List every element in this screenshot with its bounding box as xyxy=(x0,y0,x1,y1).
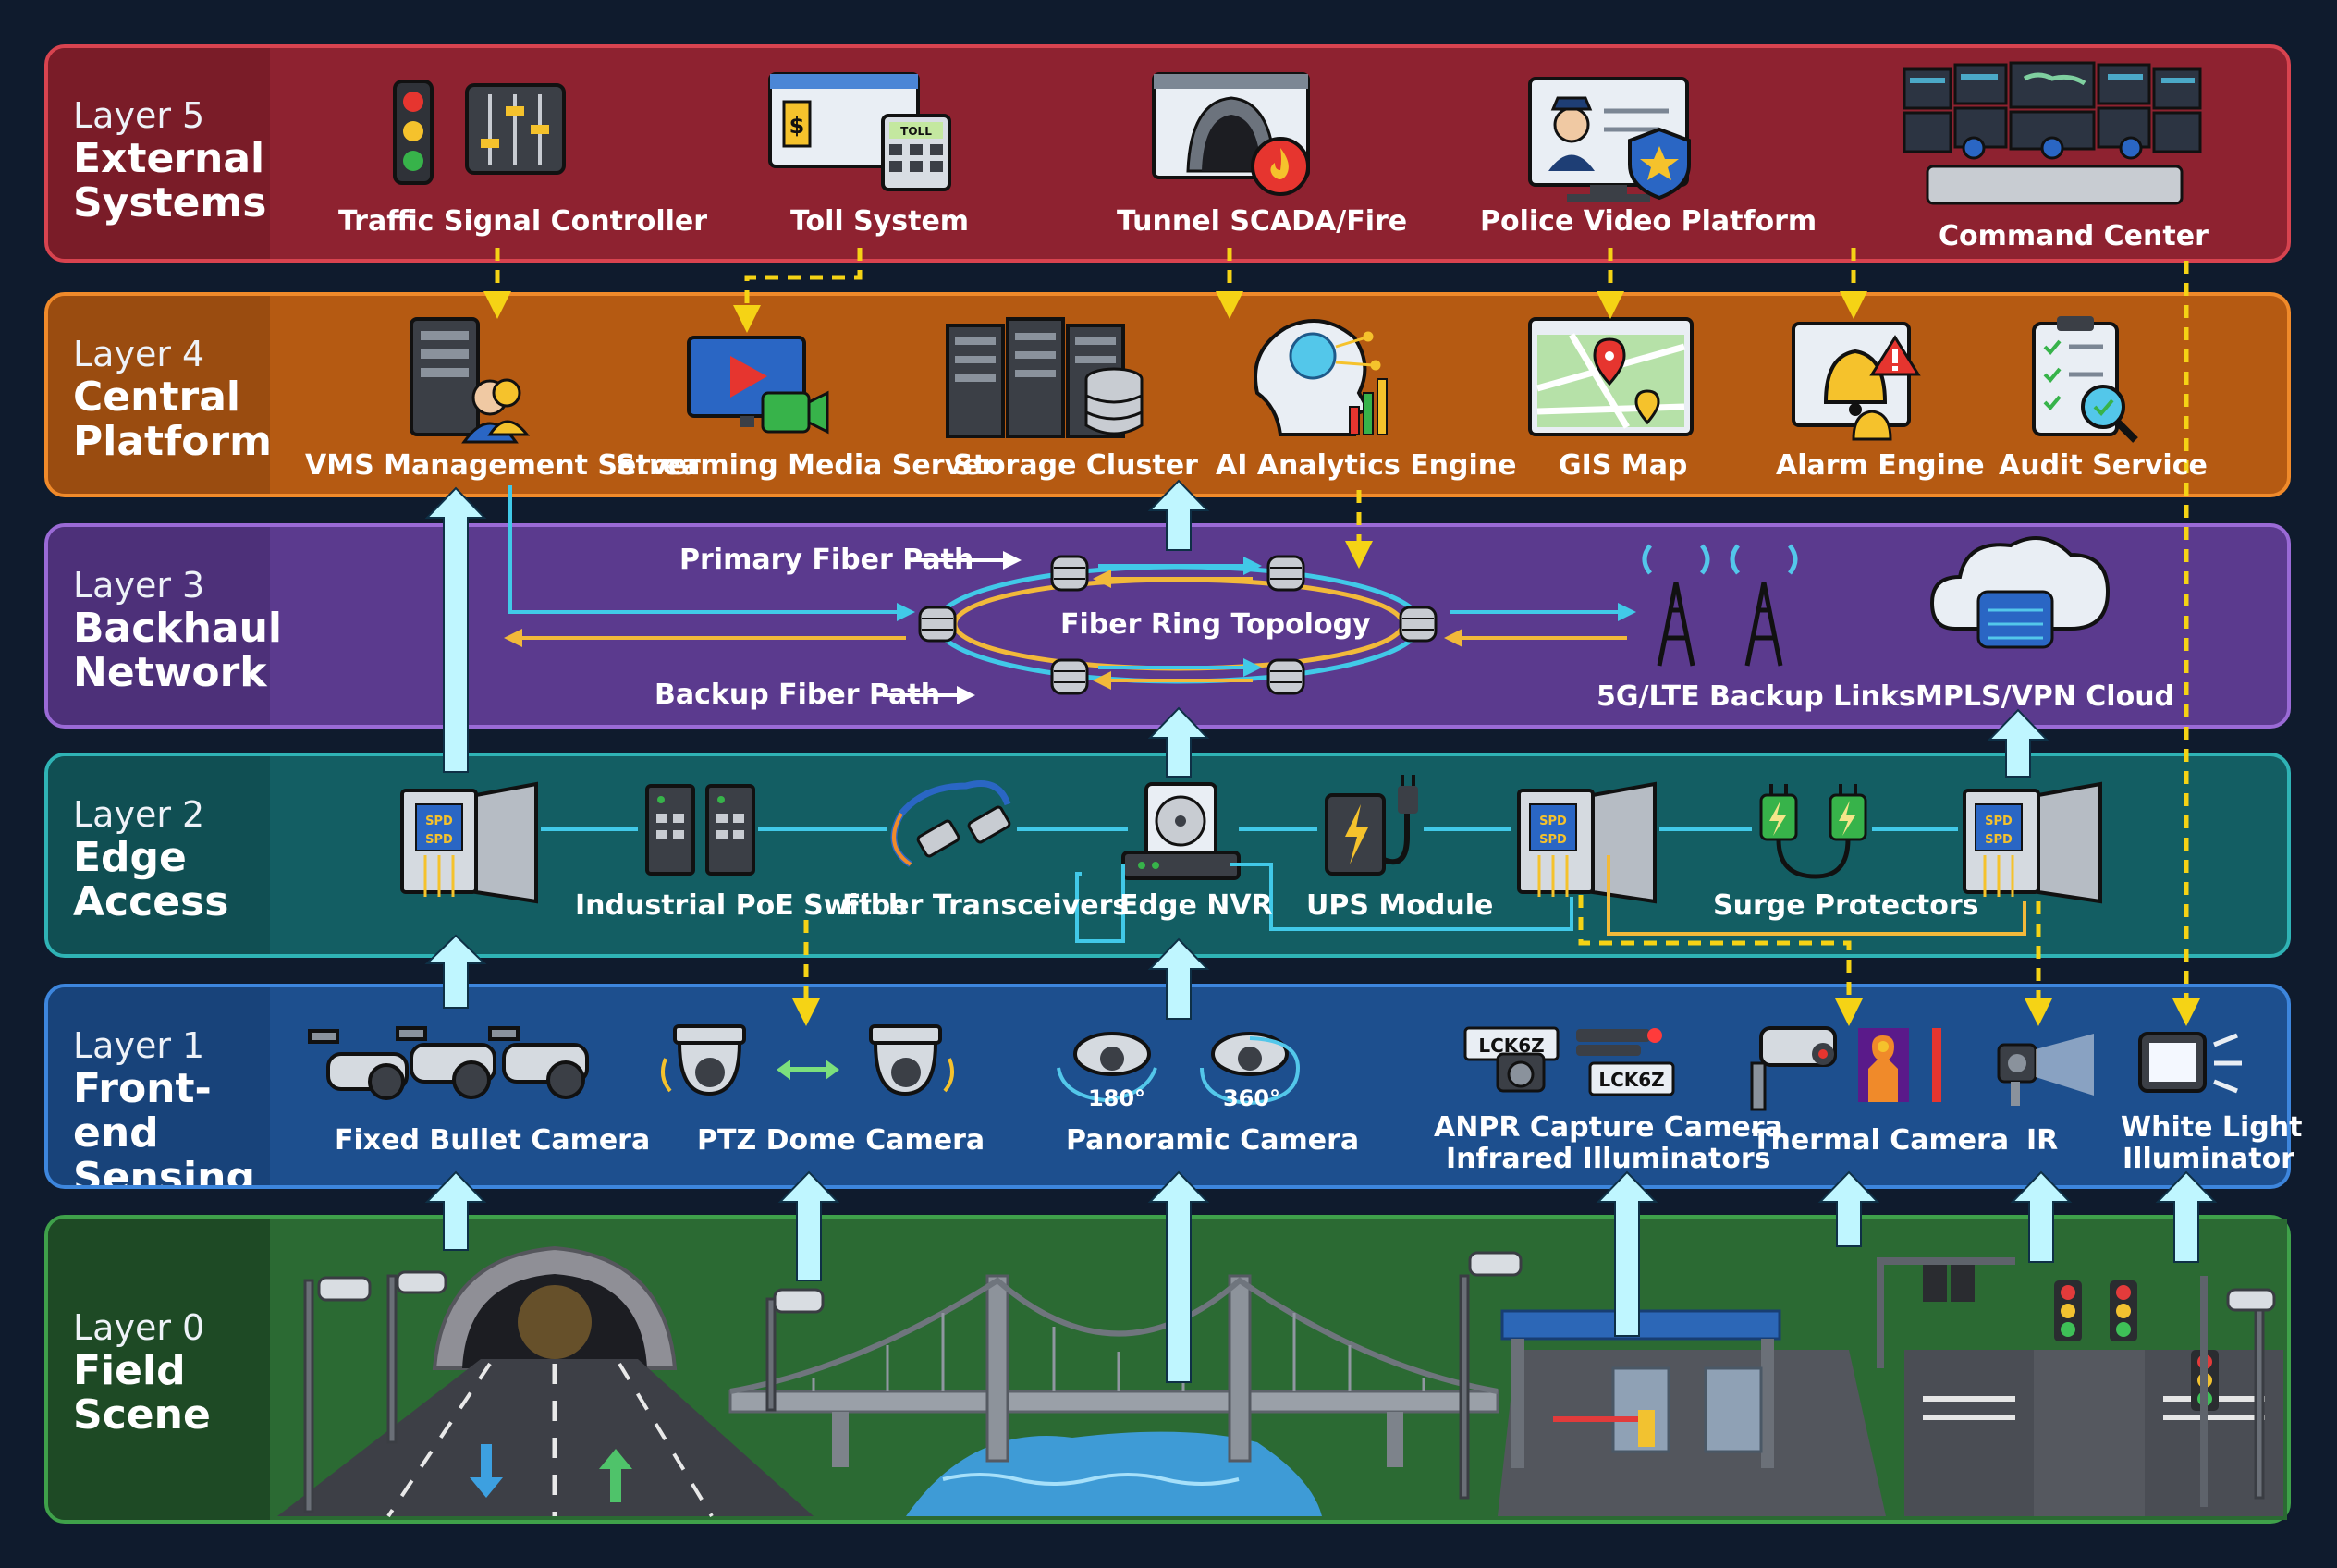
layer-1-front-end-sensing: Layer 1 Front-end Sensing xyxy=(44,984,2291,1189)
industrial-poe-switch-label: Industrial PoE Switch xyxy=(575,889,909,922)
anpr-capture-camera-label: ANPR Capture Camera xyxy=(1434,1111,1783,1144)
layer-5-header: Layer 5 External Systems xyxy=(48,48,270,259)
layer-4-header: Layer 4 Central Platform xyxy=(48,296,272,494)
layer-name: Scene xyxy=(73,1391,211,1439)
layer-name: External xyxy=(73,135,265,182)
layer-name: Field xyxy=(73,1347,186,1394)
layer-number: Layer 5 xyxy=(73,95,205,136)
fiber-ring-topology-label: Fiber Ring Topology xyxy=(1060,608,1371,641)
primary-fiber-path-label: Primary Fiber Path xyxy=(679,544,974,576)
gis-map-label: GIS Map xyxy=(1559,449,1688,482)
toll-system-label: Toll System xyxy=(790,205,970,238)
layer-number: Layer 1 xyxy=(73,1025,205,1066)
layer-number: Layer 3 xyxy=(73,565,205,606)
layer-3-backhaul-network: Layer 3 Backhaul Network xyxy=(44,523,2291,729)
layer-name: Front-end xyxy=(73,1065,212,1157)
lte-backup-links-label: 5G/LTE Backup Links xyxy=(1597,680,1915,713)
fiber-transceivers-label: Fiber Transceivers xyxy=(842,889,1130,922)
layer-0-header: Layer 0 Field Scene xyxy=(48,1219,270,1520)
ups-module-label: UPS Module xyxy=(1306,889,1494,922)
layer-number: Layer 2 xyxy=(73,794,205,835)
illuminator-label: Illuminator xyxy=(2123,1143,2294,1175)
ir-label: IR xyxy=(2026,1124,2059,1157)
layer-3-header: Layer 3 Backhaul Network xyxy=(48,527,282,725)
edge-nvr-label: Edge NVR xyxy=(1120,889,1273,922)
layer-name: Platform xyxy=(73,418,272,465)
layer-2-header: Layer 2 Edge Access xyxy=(48,756,270,954)
surge-protectors-label: Surge Protectors xyxy=(1713,889,1979,922)
vms-management-server-label: VMS Management Server xyxy=(305,449,701,482)
layer-name: Sensing xyxy=(73,1154,255,1189)
layer-name: Access xyxy=(73,878,229,925)
mpls-vpn-cloud-label: MPLS/VPN Cloud xyxy=(1915,680,2175,713)
infrared-illuminators-label: Infrared Illuminators xyxy=(1446,1143,1771,1175)
thermal-camera-label: Thermal Camera xyxy=(1752,1124,2010,1157)
layer-name: Network xyxy=(73,649,267,696)
layer-name: Central xyxy=(73,374,240,421)
layer-number: Layer 0 xyxy=(73,1307,205,1348)
layer-number: Layer 4 xyxy=(73,334,205,374)
streaming-media-server-label: Streaming Media Server xyxy=(616,449,996,482)
white-light-label: White Light xyxy=(2121,1111,2303,1144)
layer-0-field-scene: Layer 0 Field Scene xyxy=(44,1215,2291,1524)
tunnel-scada-label: Tunnel SCADA/Fire xyxy=(1117,205,1408,238)
layer-1-header: Layer 1 Front-end Sensing xyxy=(48,987,270,1185)
traffic-signal-controller-label: Traffic Signal Controller xyxy=(338,205,708,238)
command-center-label: Command Center xyxy=(1939,220,2209,252)
layer-name: Edge xyxy=(73,834,187,881)
storage-cluster-label: Storage Cluster xyxy=(953,449,1198,482)
layer-name: Backhaul xyxy=(73,605,282,652)
layer-name: Systems xyxy=(73,179,267,227)
panoramic-camera-label: Panoramic Camera xyxy=(1066,1124,1360,1157)
police-video-platform-label: Police Video Platform xyxy=(1480,205,1817,238)
layer-2-edge-access: Layer 2 Edge Access xyxy=(44,753,2291,958)
fixed-bullet-camera-label: Fixed Bullet Camera xyxy=(335,1124,651,1157)
ai-analytics-engine-label: AI Analytics Engine xyxy=(1216,449,1517,482)
alarm-engine-label: Alarm Engine xyxy=(1776,449,1985,482)
backup-fiber-path-label: Backup Fiber Path xyxy=(655,679,941,711)
ptz-dome-camera-label: PTZ Dome Camera xyxy=(697,1124,985,1157)
audit-service-label: Audit Service xyxy=(1999,449,2208,482)
